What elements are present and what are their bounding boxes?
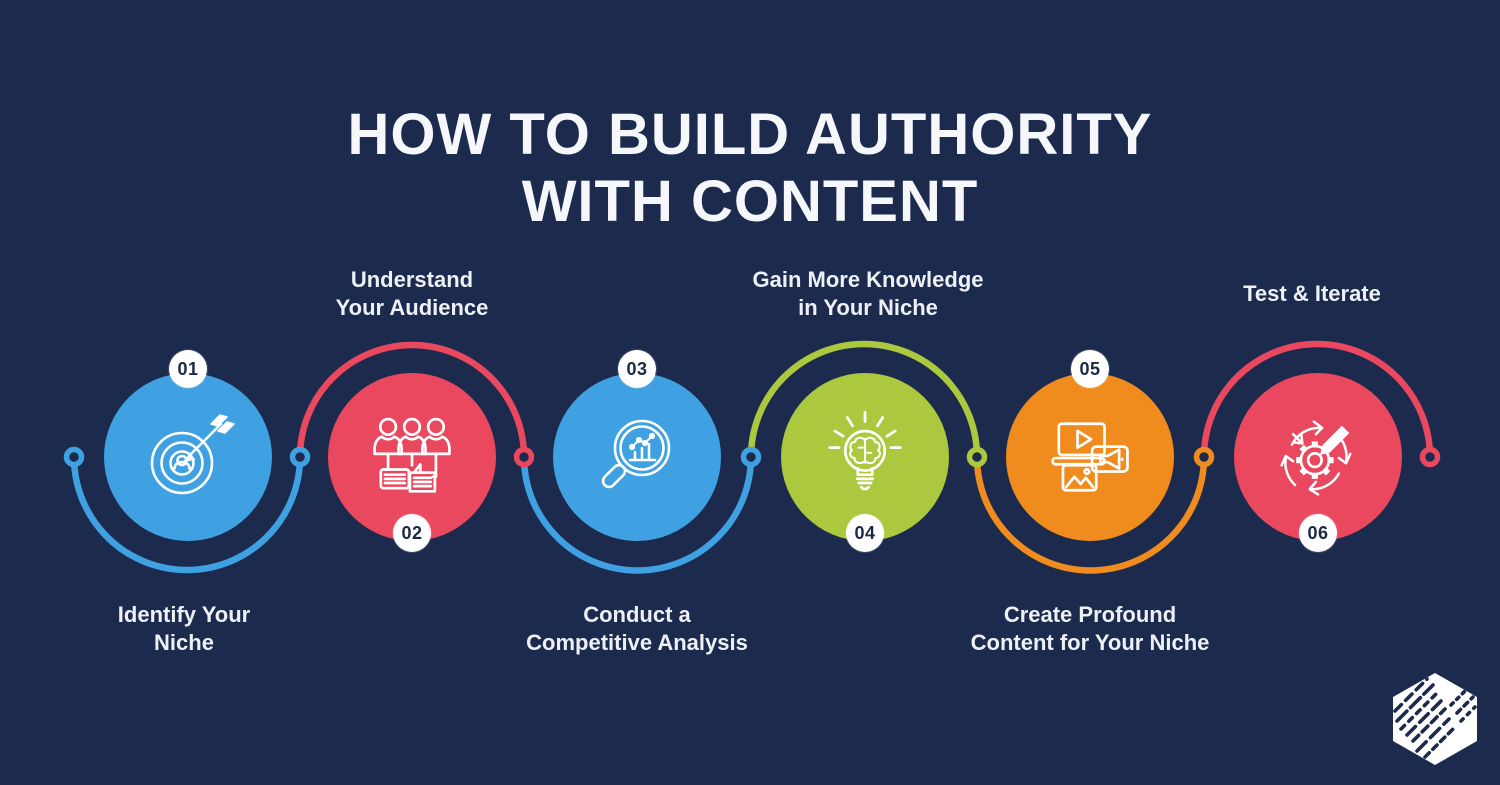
step-number-badge: 02 [393, 514, 431, 552]
step-number-badge: 06 [1299, 514, 1337, 552]
connector-ring [1419, 446, 1441, 468]
connector-ring [289, 446, 311, 468]
magnifier-chart-icon [601, 419, 671, 489]
step-number-badge: 01 [169, 350, 207, 388]
audience-people-chat-icon [373, 417, 451, 493]
connector-ring [1193, 446, 1215, 468]
step-number-badge: 05 [1071, 350, 1109, 388]
step-label-2: Understand Your Audience [335, 267, 489, 320]
step-circle-6 [1234, 373, 1402, 541]
step-number: 04 [854, 522, 876, 543]
lightbulb-brain-icon [828, 410, 902, 491]
step-circle-5 [1006, 373, 1174, 541]
step-number-badge: 04 [846, 514, 884, 552]
step-circle-2 [328, 373, 496, 541]
connector-ring [966, 446, 988, 468]
page-title: HOW TO BUILD AUTHORITY WITH CONTENT [347, 101, 1153, 234]
step-circle-4 [781, 373, 949, 541]
step-number: 03 [626, 358, 648, 379]
step-number: 01 [177, 358, 199, 379]
step-label-4: Gain More Knowledge in Your Niche [752, 267, 984, 320]
step-label-3: Conduct a Competitive Analysis [526, 602, 748, 655]
gear-pencil-cycle-icon [1280, 420, 1352, 496]
step-label-6: Test & Iterate [1243, 281, 1381, 306]
connector-ring [63, 446, 85, 468]
content-media-icon [1051, 422, 1129, 492]
step-number: 05 [1079, 358, 1101, 379]
target-bullseye-arrow-icon [150, 414, 235, 495]
step-label-5: Create Profound Content for Your Niche [970, 602, 1210, 655]
step-circle-3 [553, 373, 721, 541]
connector-ring [740, 446, 762, 468]
step-number: 02 [401, 522, 423, 543]
step-number: 06 [1307, 522, 1329, 543]
connector-ring [513, 446, 535, 468]
step-label-1: Identify Your Niche [117, 602, 251, 655]
step-number-badge: 03 [618, 350, 656, 388]
hexagon-hatch-logo-icon [1393, 673, 1477, 765]
step-circle-1 [104, 373, 272, 541]
